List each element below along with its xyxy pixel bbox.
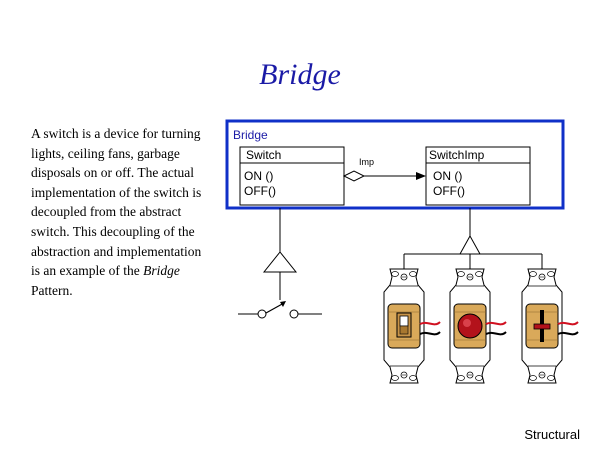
association-label: Imp — [359, 157, 374, 167]
switchimp-method-off: OFF() — [433, 184, 465, 198]
switch-class-name: Switch — [246, 148, 281, 162]
association-arrowhead — [416, 172, 426, 180]
dimmer-switch-icon — [521, 268, 579, 384]
switchimp-class-name: SwitchImp — [429, 148, 485, 162]
switchimp-method-on: ON () — [433, 169, 462, 183]
package-label: Bridge — [233, 128, 268, 142]
description-text: A switch is a device for turning lights,… — [31, 126, 202, 279]
switchimp-inheritance — [403, 208, 543, 270]
description-text-end: Pattern. — [31, 282, 73, 298]
switch-inheritance — [262, 208, 298, 300]
switchimp-class: SwitchImp ON () OFF() — [425, 146, 531, 206]
imp-association: Imp — [342, 157, 426, 182]
switchimp-inheritance-triangle — [459, 234, 481, 255]
push-button-switch-icon — [449, 268, 507, 384]
description-paragraph: A switch is a device for turning lights,… — [31, 124, 209, 300]
switch-method-on: ON () — [244, 169, 273, 183]
switch-inheritance-triangle — [262, 251, 298, 273]
footer-category-label: Structural — [524, 427, 580, 442]
switch-method-off: OFF() — [244, 184, 276, 198]
toggle-switch-icon — [383, 268, 441, 384]
schematic-switch-icon — [238, 301, 322, 319]
switch-class: Switch ON () OFF() — [239, 146, 345, 206]
description-emphasis: Bridge — [143, 263, 180, 279]
page-title: Bridge — [259, 58, 341, 91]
